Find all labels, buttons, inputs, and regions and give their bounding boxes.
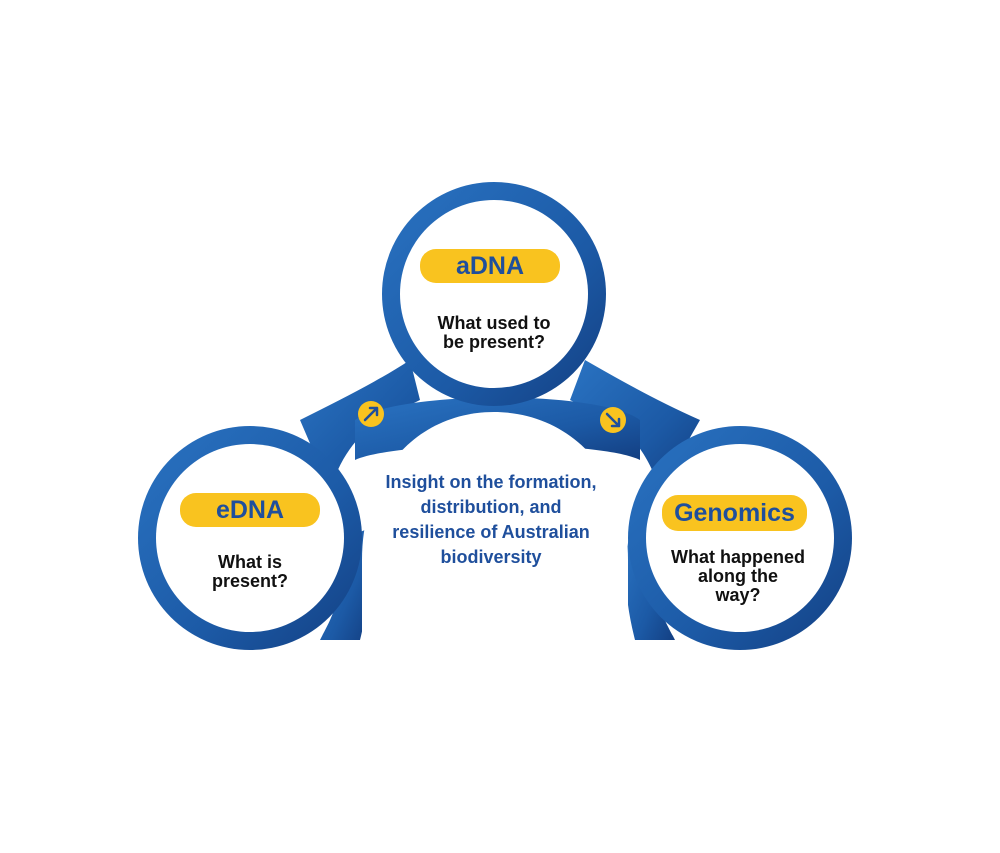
edna-question: What is present? [160,553,340,591]
genomics-question: What happened along the way? [648,548,828,605]
genomics-question-line-2: along the [698,566,778,586]
center-line-3: resilience of Australian [392,522,590,542]
center-line-1: Insight on the formation, [385,472,597,492]
edna-title: eDNA [180,493,320,527]
center-insight-text: Insight on the formation, distribution, … [360,470,622,570]
center-area [362,412,628,650]
center-line-4: biodiversity [440,547,542,567]
edna-inner-circle [156,444,344,632]
genomics-title: Genomics [662,495,807,531]
adna-inner-circle [400,200,588,388]
arrow-up-right-icon [358,401,384,427]
adna-question: What used to be present? [404,314,584,352]
genomics-inner-circle [646,444,834,632]
adna-question-line-1: What used to [437,313,551,333]
center-line-2: distribution, and [420,497,562,517]
edna-question-line-1: What is [217,552,282,572]
genomics-question-line-3: way? [715,585,761,605]
genomics-question-line-1: What happened [671,547,805,567]
adna-title: aDNA [420,249,560,283]
adna-question-line-2: be present? [442,332,546,352]
arrow-down-right-icon [600,407,626,433]
edna-question-line-2: present? [211,571,289,591]
